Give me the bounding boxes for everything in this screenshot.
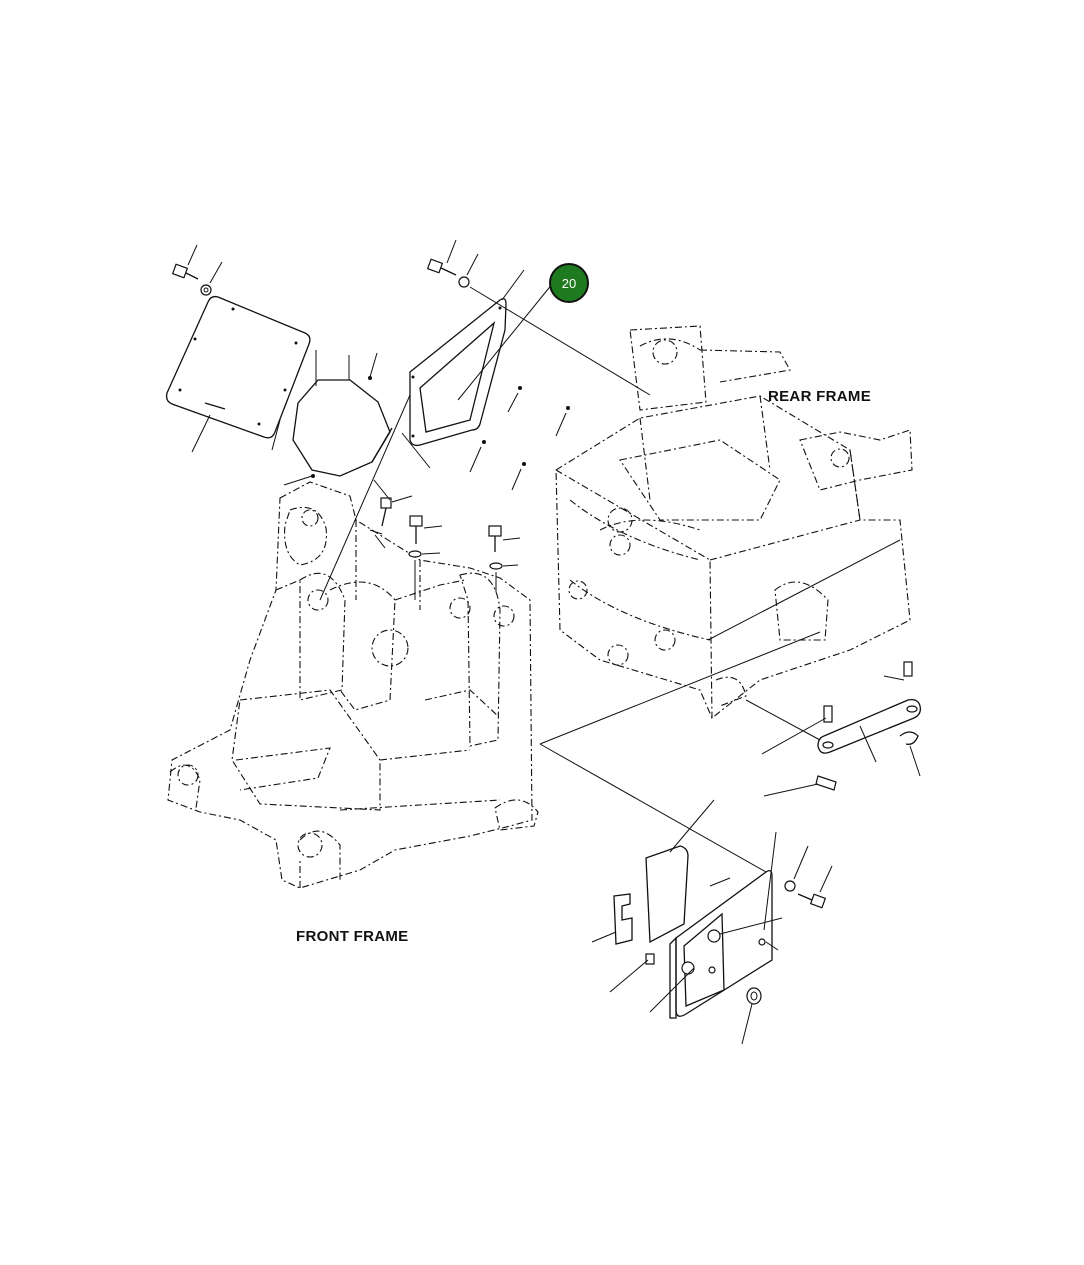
door-seal: [645, 799, 715, 944]
bolt-top-center: [426, 239, 651, 396]
hitch-link-and-pins: [539, 631, 922, 797]
bolts-front-frame: [283, 394, 521, 601]
bolt-top-left: [171, 244, 223, 296]
access-cover-plate: [409, 269, 554, 447]
callout-badge-20[interactable]: 20: [549, 263, 589, 303]
rear-frame: [555, 325, 913, 719]
front-frame-label: FRONT FRAME: [296, 928, 409, 945]
callout-number: 20: [561, 275, 577, 291]
cover-screws: [401, 386, 570, 491]
door-latch: [591, 893, 655, 993]
door-hardware: [741, 845, 833, 1045]
octagon-gasket: [271, 350, 393, 477]
top-left-cover-plate: [165, 295, 311, 453]
rear-frame-label: REAR FRAME: [768, 388, 871, 405]
front-frame: [167, 481, 539, 889]
side-access-door: [539, 743, 783, 1019]
